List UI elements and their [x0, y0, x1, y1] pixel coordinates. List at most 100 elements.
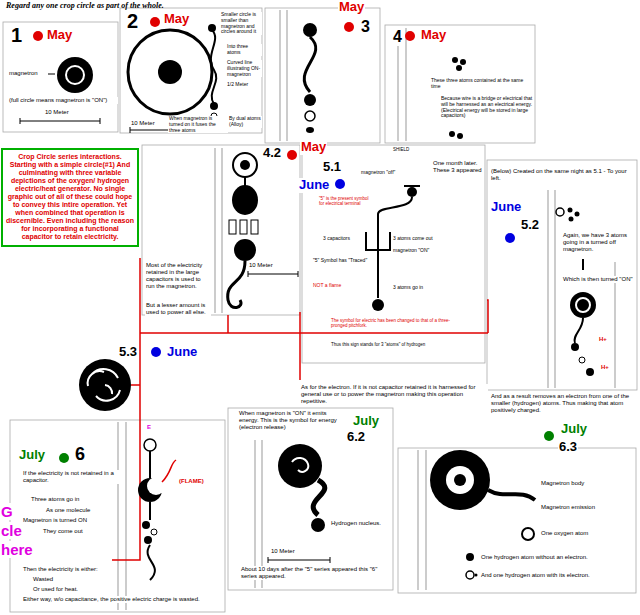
crop-circle-formation [579, 357, 585, 363]
month-dot [405, 31, 415, 41]
note-text: One month later. These 3 appeared [432, 160, 484, 174]
note-text: Smaller circle is smaller than magnetron… [220, 12, 262, 35]
crop-circle-formation [48, 74, 55, 75]
tramline [118, 422, 119, 610]
panel-caption: 6 [74, 444, 86, 465]
note-text: By dual atoms (Alloy) [228, 116, 262, 128]
note-text: (Below) Created on the same night as 5.1… [490, 168, 634, 182]
crop-circle-formation [475, 574, 478, 577]
panel-caption: May [163, 12, 190, 27]
crop-circle-formation [466, 571, 474, 579]
part-label: 3 atoms come out [392, 236, 434, 242]
crop-circle-formation [144, 439, 156, 451]
summary-text: Crop Circle series interactions. Startin… [6, 153, 134, 242]
part-label: Then the electricity is either: [22, 566, 99, 573]
part-label: Hydrogen nucleus. [330, 520, 382, 527]
series-link-line [227, 315, 229, 333]
part-label: Or used for heat. [32, 586, 79, 593]
crop-circle-formation [233, 153, 257, 177]
note-text: If the electricity is not retained in a … [22, 470, 124, 484]
crop-circle-formation [79, 359, 131, 411]
series-link-line [299, 312, 301, 380]
crop-circle-formation [228, 261, 245, 308]
summary-box: Crop Circle series interactions. Startin… [1, 148, 139, 247]
note-text: And as a result removes an electron from… [490, 393, 638, 414]
panel-caption: July [18, 448, 46, 463]
panel-frame [265, 8, 380, 143]
crop-circle-formation [292, 458, 308, 472]
crop-circle-formation [449, 131, 455, 137]
part-label: Magnetron body [540, 480, 585, 487]
note-text: But a lesser amount is used to power all… [145, 302, 211, 316]
panel-caption: here [0, 541, 34, 558]
crop-circle-formation [57, 57, 93, 93]
part-label: One hydrogen atom without an electron. [480, 554, 589, 561]
crop-circle-formation [144, 536, 152, 544]
crop-circle-formation [452, 57, 458, 63]
part-label: They come out [42, 528, 84, 535]
part-label: magnetron "ON" [392, 248, 430, 254]
crop-circle-formation [211, 30, 216, 104]
note-text: Curved line illustrating ON- magnetron [226, 60, 262, 77]
crop-circle-formation [303, 23, 317, 37]
part-label: (FLAME) [178, 478, 205, 485]
panel-caption: 5.2 [520, 218, 540, 233]
tramline [406, 28, 407, 141]
panel-caption: 6.2 [346, 430, 366, 445]
crop-circle-formation [162, 460, 176, 482]
note-text: These three atoms contained at the same … [430, 78, 532, 90]
crop-circle-formation [571, 343, 579, 351]
part-label: Wasted [32, 576, 54, 583]
panel-caption: 4 [392, 28, 403, 46]
crop-circle-formation [575, 212, 580, 217]
note-text: The symbol for electric has been changed… [330, 318, 452, 328]
crop-circle-formation [569, 217, 574, 222]
crop-circle-formation [229, 220, 236, 234]
crop-circle-formation [430, 450, 490, 510]
panel-caption: July [352, 414, 380, 429]
part-label: NOT a flame [312, 283, 342, 289]
note-text: Either way, w/o capacitance, the positiv… [22, 596, 220, 603]
crop-circle-formation [48, 23, 596, 580]
panel-frame [142, 145, 300, 315]
panel-frame [487, 160, 637, 390]
panel-caption: cle [0, 522, 23, 539]
crop-circle-formation [240, 160, 250, 170]
tramline [126, 422, 127, 610]
crop-circle-formation [522, 528, 534, 540]
note-text: Because wire is a bridge or electrical t… [440, 96, 534, 119]
crop-circle-formation [66, 66, 84, 84]
part-label: 3 capacitors [322, 236, 351, 242]
panel-frame [10, 420, 225, 612]
part-label: 10 Meter [44, 109, 70, 116]
note-text: As for the electron. If it is not capaci… [300, 384, 488, 405]
note-text: When magnetron is "ON" it emits energy. … [238, 410, 344, 431]
crop-circle-formation [251, 220, 258, 234]
part-label: 1/2 Meter [226, 82, 249, 88]
crop-circle-formation [446, 466, 474, 494]
series-link-line [112, 258, 140, 560]
tramline [222, 148, 223, 313]
series-link-line [140, 332, 488, 334]
part-label: And one hydrogen atom with its electron. [480, 572, 591, 579]
part-label: magnetron "off" [360, 170, 396, 176]
note-text: Thus this sign stands for 3 "atoms" of h… [330, 342, 472, 347]
panel-caption: 4.2 [262, 146, 282, 161]
note-text: "5" is the present symbol for electrical… [318, 196, 375, 206]
crop-circle-formation [582, 259, 584, 270]
crop-circle-formation [147, 477, 165, 495]
month-dot [59, 453, 69, 463]
scale-bar [248, 271, 298, 277]
crop-circle-formation [240, 220, 247, 234]
part-label: One oxygen atom [540, 530, 589, 537]
crop-circle-formation [149, 502, 151, 520]
crop-circle-formation [466, 553, 474, 561]
scale-bar [20, 118, 100, 124]
crop-circle-formation [208, 24, 216, 32]
series-link-line [131, 384, 140, 386]
crop-circle-formation [456, 65, 462, 71]
month-dot [544, 431, 554, 441]
crop-circle-formation [234, 239, 256, 261]
tramline [418, 450, 419, 590]
